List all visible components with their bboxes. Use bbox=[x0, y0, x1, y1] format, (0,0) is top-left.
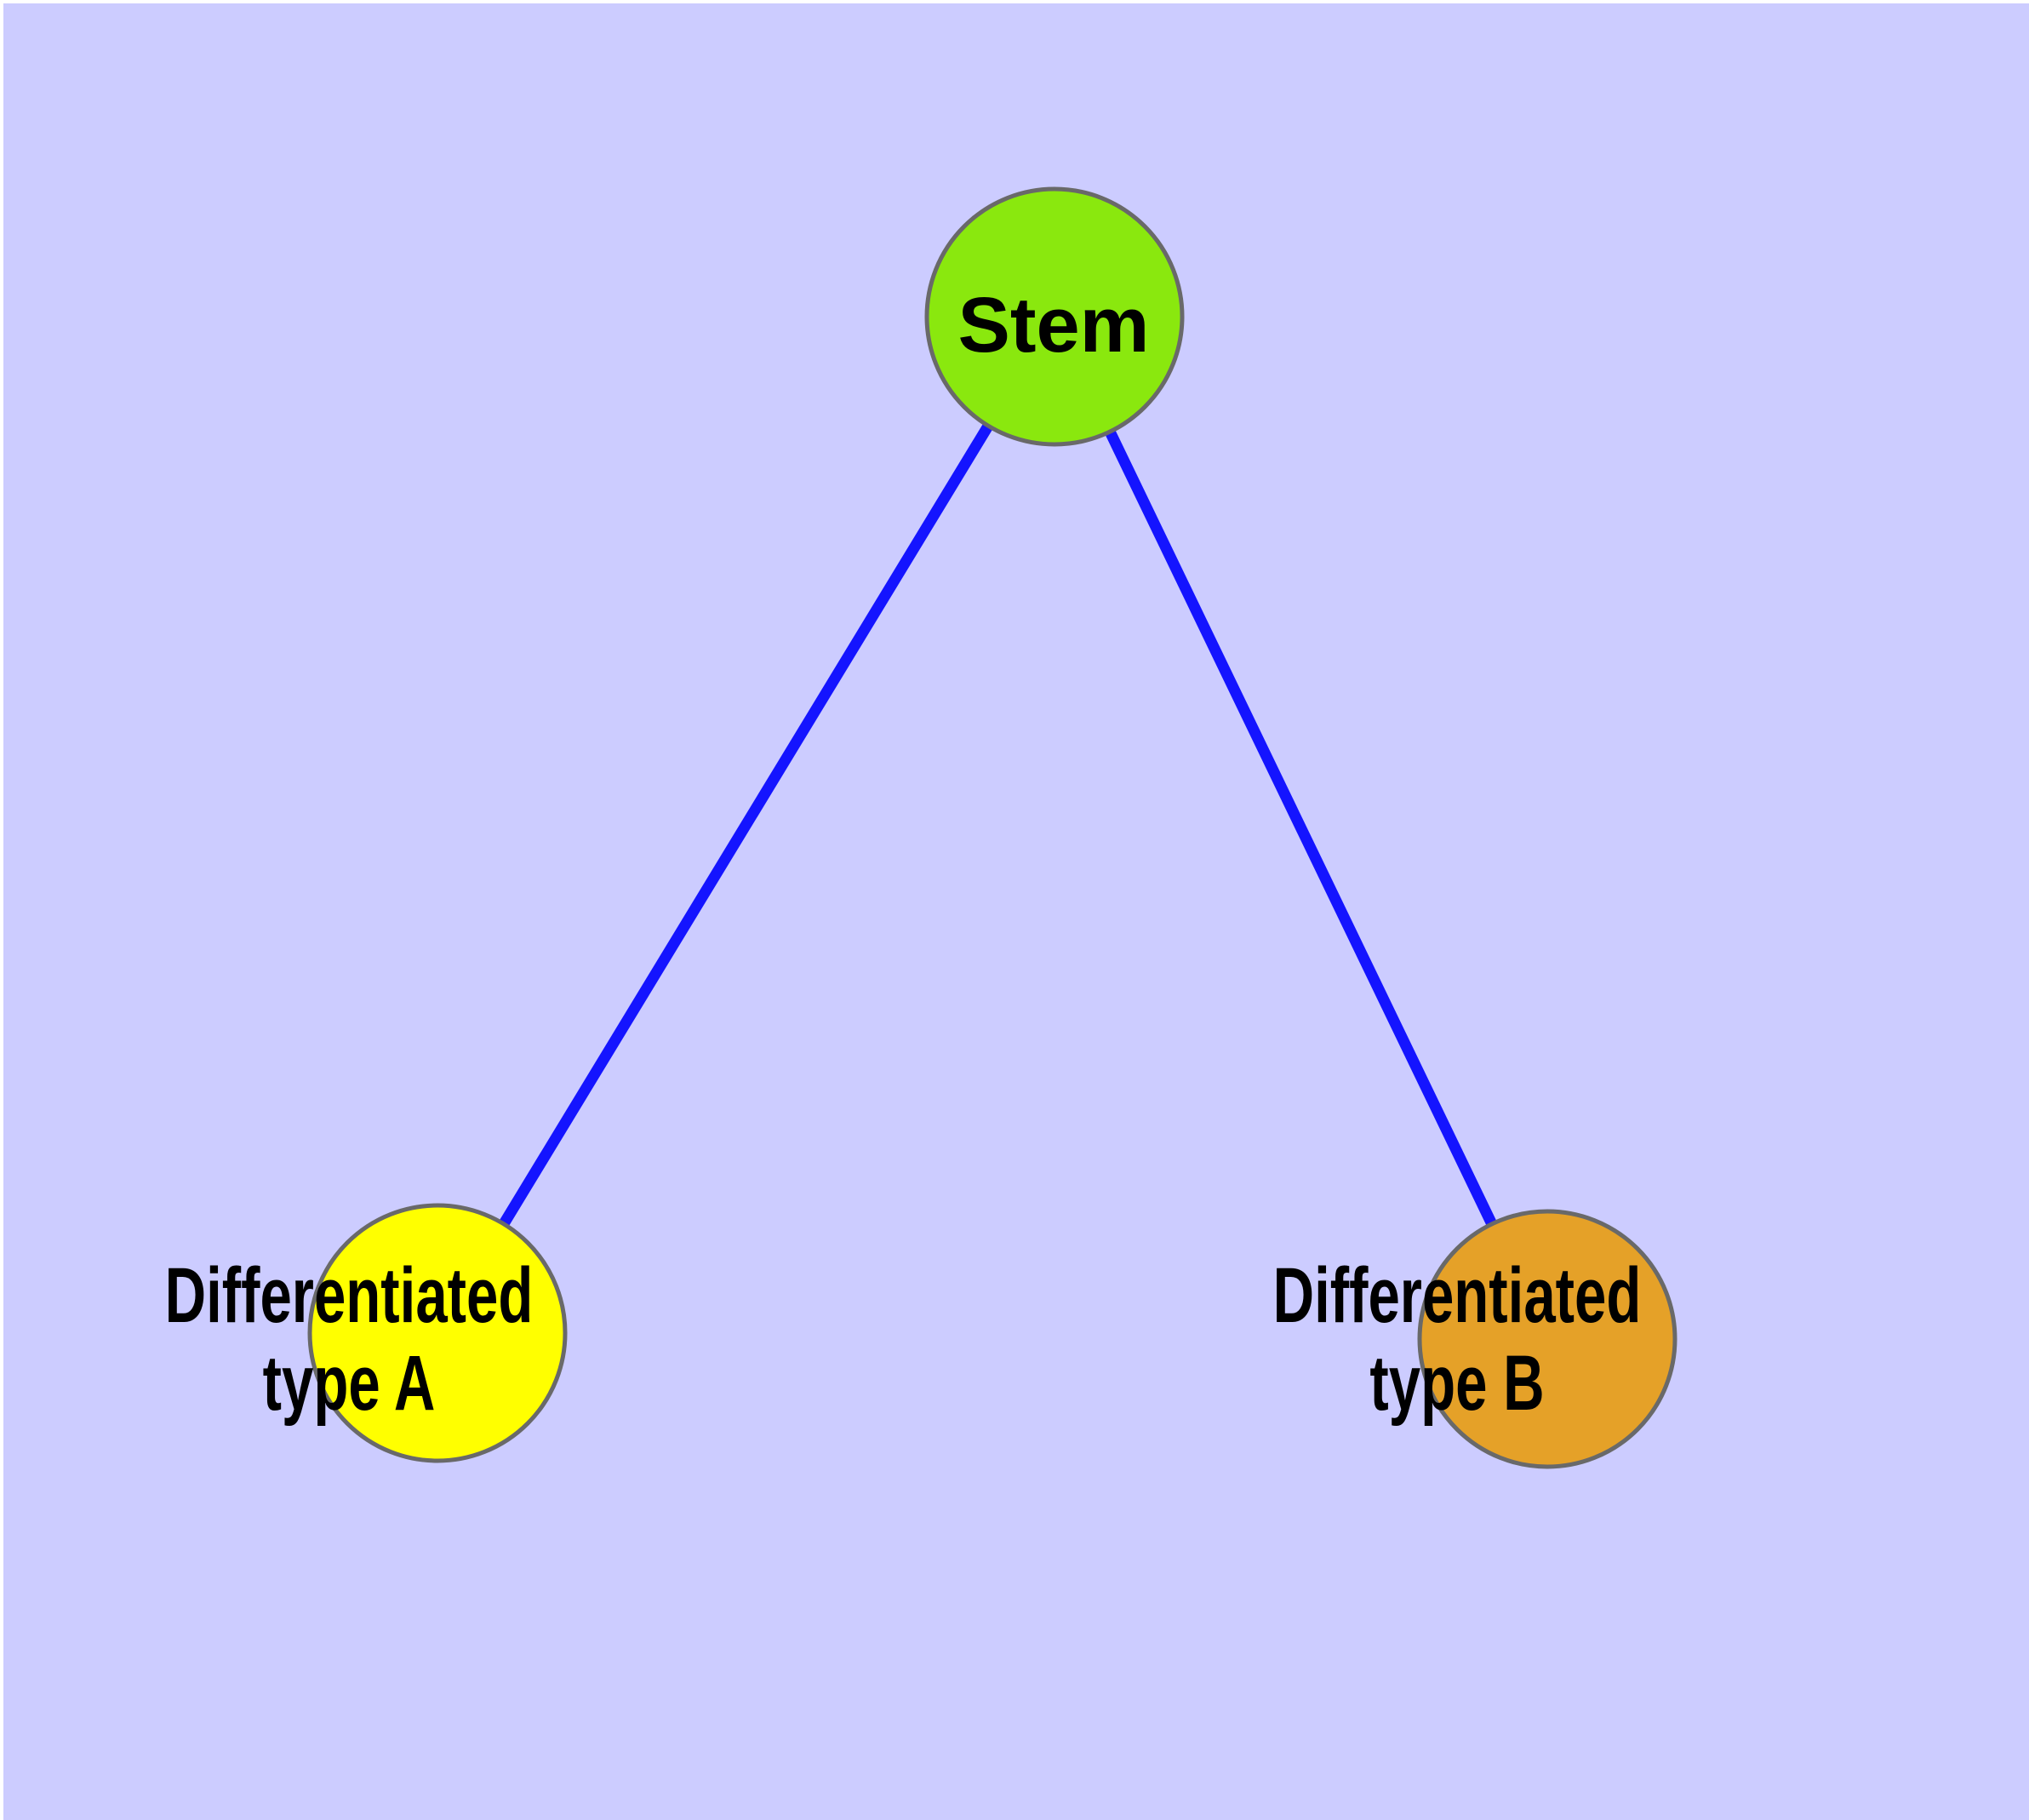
edge-stem-to-type-a bbox=[432, 313, 1060, 1336]
node-stem-circle bbox=[924, 186, 1185, 447]
node-type-a-label-line1: Differentiated bbox=[165, 1252, 534, 1340]
edge-stem-to-type-b bbox=[1049, 314, 1552, 1342]
node-type-b-label-line1: Differentiated bbox=[1273, 1252, 1642, 1340]
node-type-b-label-line2: type B bbox=[1369, 1340, 1544, 1428]
node-type-a-label-line2: type A bbox=[263, 1340, 436, 1428]
node-type-a-circle bbox=[307, 1203, 568, 1463]
node-type-b-circle bbox=[1417, 1209, 1677, 1469]
node-stem-label: Stem bbox=[958, 282, 1150, 369]
